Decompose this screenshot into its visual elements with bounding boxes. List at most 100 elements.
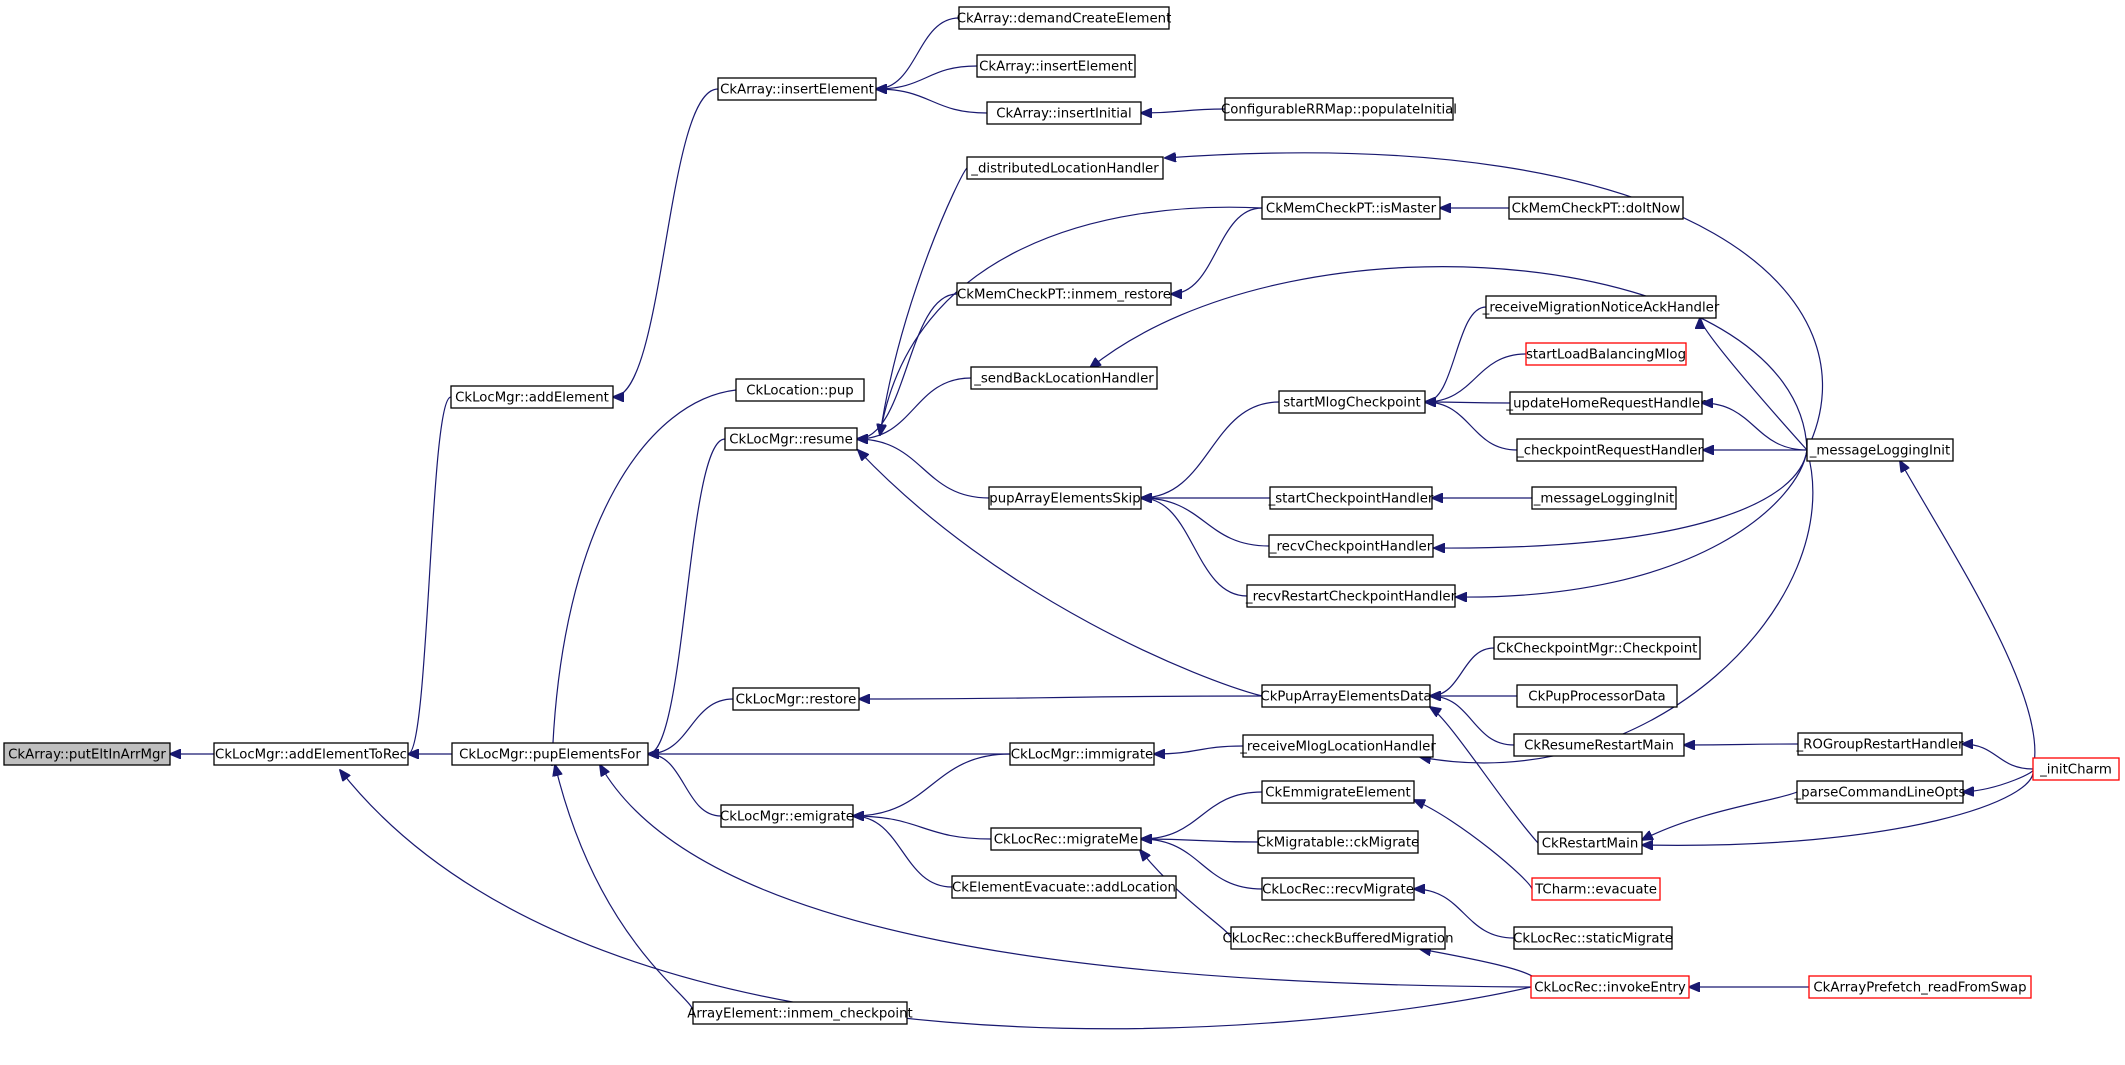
node-box[interactable] [1246, 584, 1456, 608]
node-box[interactable] [2032, 757, 2120, 781]
node-inmemCkpt[interactable]: ArrayElement::inmem_checkpoint [687, 1001, 913, 1025]
node-prefetch[interactable]: CkArrayPrefetch_readFromSwap [1808, 975, 2032, 999]
node-populateInitial[interactable]: ConfigurableRRMap::populateInitial [1221, 97, 1457, 121]
node-startCkpt[interactable]: _startCheckpointHandler [1268, 486, 1434, 510]
node-demandCreate[interactable]: CkArray::demandCreateElement [957, 6, 1172, 30]
node-box[interactable] [1509, 391, 1703, 415]
node-box[interactable] [970, 366, 1158, 390]
node-arrInsertElement2[interactable]: CkArray::insertElement [976, 54, 1136, 78]
node-addElementToRec[interactable]: CkLocMgr::addElementToRec [213, 742, 409, 766]
node-ckptMgr[interactable]: CkCheckpointMgr::Checkpoint [1493, 636, 1701, 660]
node-parseCmd[interactable]: _parseCommandLineOpts [1794, 780, 1966, 804]
node-box[interactable] [735, 378, 865, 402]
node-emigrateElt[interactable]: CkEmmigrateElement [1261, 780, 1415, 804]
node-addElement[interactable]: CkLocMgr::addElement [450, 385, 614, 409]
node-box[interactable] [3, 742, 171, 766]
node-box[interactable] [1508, 196, 1684, 220]
node-pupArrData[interactable]: CkPupArrayElementsData [1260, 684, 1432, 708]
node-box[interactable] [1261, 780, 1415, 804]
node-box[interactable] [1224, 97, 1454, 121]
node-initCharm[interactable]: _initCharm [2032, 757, 2120, 781]
node-box[interactable] [717, 77, 877, 101]
node-insertInitial[interactable]: CkArray::insertInitial [986, 101, 1142, 125]
node-box[interactable] [1806, 438, 1954, 462]
node-ckptReq[interactable]: _checkpointRequestHandler [1516, 438, 1704, 462]
node-box[interactable] [1485, 295, 1717, 319]
node-box[interactable] [720, 804, 854, 828]
node-box[interactable] [1531, 877, 1661, 901]
node-box[interactable] [732, 687, 860, 711]
node-recvRestart[interactable]: _recvRestartCheckpointHandler [1245, 584, 1457, 608]
node-box[interactable] [951, 875, 1177, 899]
node-isMaster[interactable]: CkMemCheckPT::isMaster [1261, 196, 1441, 220]
node-doItNow[interactable]: CkMemCheckPT::doItNow [1508, 196, 1684, 220]
node-box[interactable] [976, 54, 1136, 78]
node-box[interactable] [1493, 636, 1701, 660]
node-migrateMe[interactable]: CkLocRec::migrateMe [990, 827, 1142, 851]
node-box[interactable] [1230, 926, 1446, 950]
node-box[interactable] [986, 101, 1142, 125]
node-box[interactable] [1269, 486, 1433, 510]
node-box[interactable] [958, 6, 1170, 30]
node-box[interactable] [1516, 438, 1704, 462]
node-resumeRestart[interactable]: CkResumeRestartMain [1513, 733, 1685, 757]
node-box[interactable] [451, 742, 649, 766]
node-inmemRestore[interactable]: CkMemCheckPT::inmem_restore [956, 282, 1172, 306]
node-pupElementsFor[interactable]: CkLocMgr::pupElementsFor [451, 742, 649, 766]
node-box[interactable] [1808, 975, 2032, 999]
node-box[interactable] [988, 486, 1142, 510]
node-box[interactable] [990, 827, 1142, 851]
node-staticMigrate[interactable]: CkLocRec::staticMigrate [1513, 926, 1673, 950]
node-roGroup[interactable]: _ROGroupRestartHandler [1796, 732, 1965, 756]
node-msgLogInit1[interactable]: _messageLoggingInit [1806, 438, 1954, 462]
node-tcharmEvac[interactable]: TCharm::evacuate [1531, 877, 1661, 901]
node-checkBuffered[interactable]: CkLocRec::checkBufferedMigration [1222, 926, 1454, 950]
node-pupProc[interactable]: CkPupProcessorData [1516, 684, 1678, 708]
node-box[interactable] [1009, 742, 1155, 766]
node-emigrate[interactable]: CkLocMgr::emigrate [720, 804, 854, 828]
node-box[interactable] [1796, 780, 1964, 804]
node-box[interactable] [966, 156, 1164, 180]
node-ckMigrate[interactable]: CkMigratable::ckMigrate [1257, 830, 1419, 854]
node-recvMigAck[interactable]: _receiveMigrationNoticeAckHandler [1482, 295, 1720, 319]
node-restartMain[interactable]: CkRestartMain [1537, 831, 1643, 855]
node-box[interactable] [724, 427, 858, 451]
node-box[interactable] [1242, 734, 1434, 758]
node-box[interactable] [450, 385, 614, 409]
node-startMlog[interactable]: startMlogCheckpoint [1278, 390, 1426, 414]
node-immigrate[interactable]: CkLocMgr::immigrate [1009, 742, 1155, 766]
node-recvMigrate[interactable]: CkLocRec::recvMigrate [1261, 877, 1415, 901]
node-startLB[interactable]: startLoadBalancingMlog [1525, 342, 1687, 366]
node-pupSkip[interactable]: pupArrayElementsSkip [988, 486, 1142, 510]
node-box[interactable] [1513, 926, 1673, 950]
node-distLoc[interactable]: _distributedLocationHandler [966, 156, 1164, 180]
node-box[interactable] [1257, 830, 1419, 854]
node-box[interactable] [1516, 684, 1678, 708]
node-invokeEntry[interactable]: CkLocRec::invokeEntry [1530, 975, 1690, 999]
node-box[interactable] [1537, 831, 1643, 855]
node-box[interactable] [1797, 732, 1963, 756]
node-resume[interactable]: CkLocMgr::resume [724, 427, 858, 451]
node-putElt[interactable]: CkArray::putEltInArrMgr [3, 742, 171, 766]
node-box[interactable] [692, 1001, 908, 1025]
node-box[interactable] [1261, 877, 1415, 901]
node-box[interactable] [1261, 684, 1431, 708]
node-evacAdd[interactable]: CkElementEvacuate::addLocation [951, 875, 1177, 899]
node-sendBack[interactable]: _sendBackLocationHandler [970, 366, 1158, 390]
node-box[interactable] [1268, 534, 1434, 558]
node-box[interactable] [956, 282, 1172, 306]
node-box[interactable] [213, 742, 409, 766]
node-recvMlogLoc[interactable]: _receiveMlogLocationHandler [1239, 734, 1436, 758]
node-box[interactable] [1278, 390, 1426, 414]
node-msgLogInit2[interactable]: _messageLoggingInit [1531, 486, 1677, 510]
node-box[interactable] [1525, 342, 1687, 366]
node-locPup[interactable]: CkLocation::pup [735, 378, 865, 402]
node-box[interactable] [1261, 196, 1441, 220]
node-box[interactable] [1531, 486, 1677, 510]
node-box[interactable] [1530, 975, 1690, 999]
node-restore[interactable]: CkLocMgr::restore [732, 687, 860, 711]
node-recvCkpt[interactable]: _recvCheckpointHandler [1268, 534, 1434, 558]
node-box[interactable] [1513, 733, 1685, 757]
node-updateHome[interactable]: _updateHomeRequestHandler [1505, 391, 1706, 415]
node-arrInsertElement[interactable]: CkArray::insertElement [717, 77, 877, 101]
